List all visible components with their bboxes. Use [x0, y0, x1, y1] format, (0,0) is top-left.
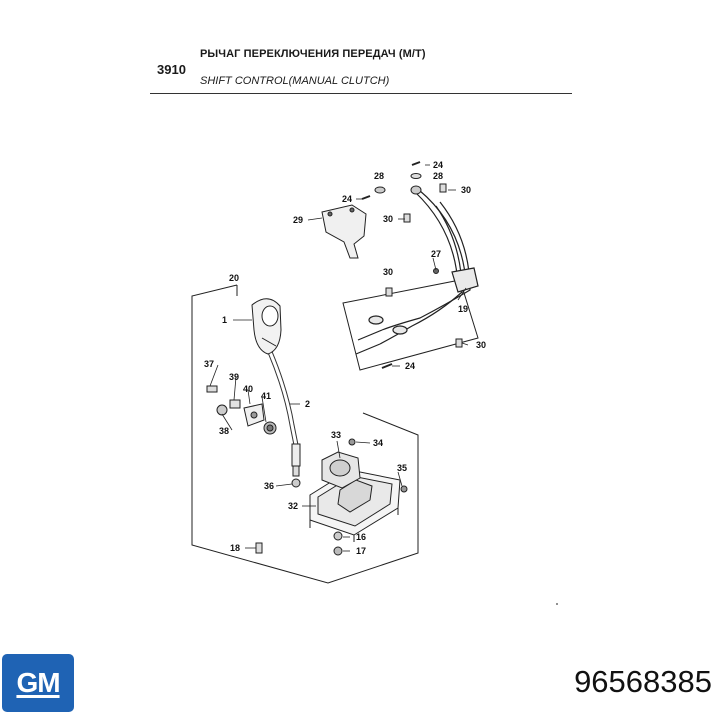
callout-1: 1 — [222, 315, 227, 325]
lever-seat — [321, 451, 361, 489]
section-code: 3910 — [157, 62, 186, 77]
shift-cables — [355, 189, 479, 355]
callout-30-right: 30 — [461, 185, 471, 195]
callout-20: 20 — [229, 273, 239, 283]
title-english: SHIFT CONTROL(MANUAL CLUTCH) — [200, 75, 390, 87]
callout-30-center: 30 — [383, 267, 393, 277]
callout-39: 39 — [229, 372, 239, 382]
callout-24-top: 24 — [433, 160, 443, 170]
gm-logo-text: GM — [16, 667, 60, 698]
callout-32: 32 — [288, 501, 298, 511]
shift-knob — [251, 298, 282, 355]
callout-37: 37 — [204, 359, 214, 369]
callout-28-top: 28 — [433, 171, 443, 181]
callout-2: 2 — [305, 399, 310, 409]
callout-19: 19 — [458, 304, 468, 314]
callout-34: 34 — [373, 438, 383, 448]
part-number: 96568385 — [574, 664, 712, 699]
callout-28-left: 28 — [374, 171, 384, 181]
cable-clips — [361, 161, 463, 369]
callout-27: 27 — [431, 249, 441, 259]
callout-38: 38 — [219, 426, 229, 436]
header-divider — [150, 93, 572, 94]
callout-30-mid: 30 — [383, 214, 393, 224]
shift-housing — [309, 469, 401, 542]
gm-logo: GM — [2, 654, 74, 712]
callout-30-lower: 30 — [476, 340, 486, 350]
cable-bracket — [321, 204, 367, 259]
callout-24-lower: 24 — [405, 361, 415, 371]
leader-lines — [209, 164, 469, 552]
callout-33: 33 — [331, 430, 341, 440]
callout-40: 40 — [243, 384, 253, 394]
callout-41: 41 — [261, 391, 271, 401]
callout-35: 35 — [397, 463, 407, 473]
callout-16: 16 — [356, 532, 366, 542]
cable-frame — [342, 279, 479, 371]
callout-17: 17 — [356, 546, 366, 556]
callout-36: 36 — [264, 481, 274, 491]
fasteners — [255, 438, 408, 556]
callout-24-left: 24 — [342, 194, 352, 204]
title-russian: РЫЧАГ ПЕРЕКЛЮЧЕНИЯ ПЕРЕДАЧ (М/Т) — [200, 48, 426, 60]
callout-29: 29 — [293, 215, 303, 225]
pivot-hardware — [206, 385, 301, 488]
callout-18: 18 — [230, 543, 240, 553]
shift-lever — [267, 351, 301, 477]
assembly-frame — [191, 284, 419, 584]
